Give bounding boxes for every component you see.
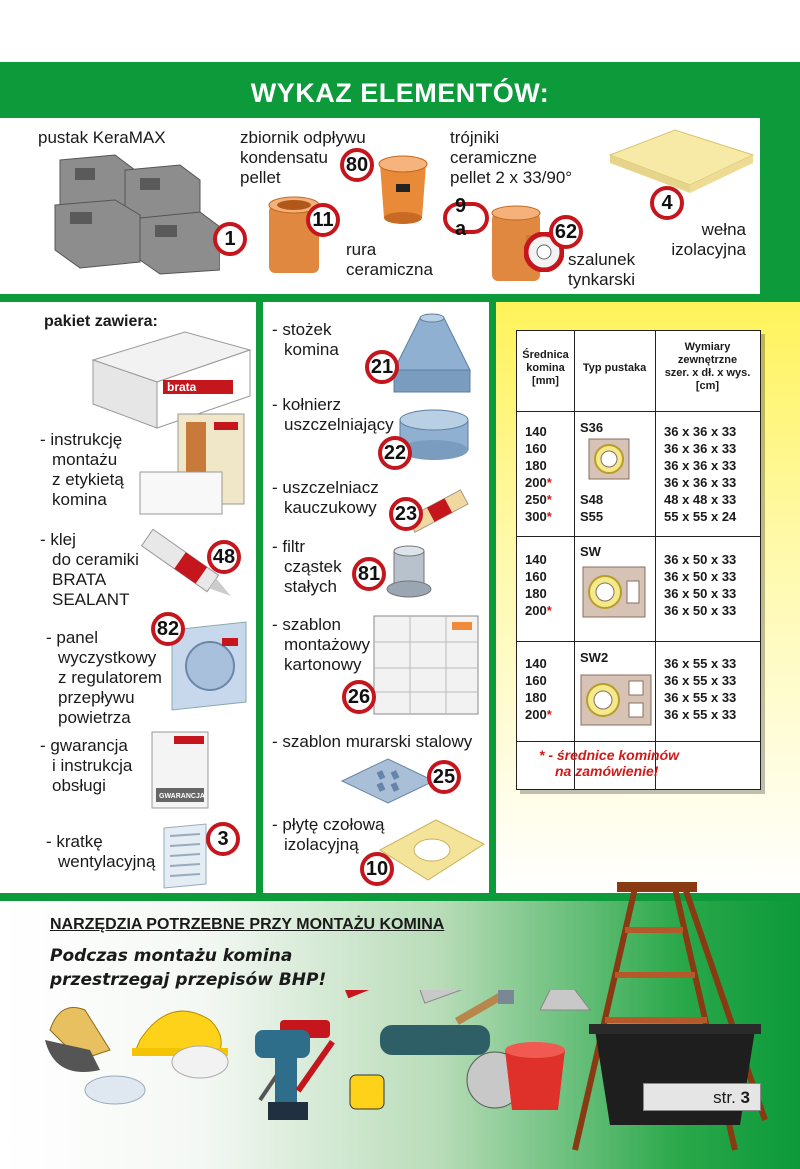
box-logo-text: brata bbox=[167, 380, 197, 394]
badge-10: 10 bbox=[360, 852, 394, 886]
sealing-collar-image bbox=[399, 409, 469, 460]
package-box-image: brata bbox=[91, 331, 252, 429]
group3-diameters: 140 160 180 200* bbox=[525, 656, 552, 722]
insulation-wool-image bbox=[608, 129, 755, 193]
block-sw-diagram bbox=[582, 566, 646, 618]
item-szablon-kartonowy: - szablon montażowy kartonowy bbox=[272, 615, 370, 674]
item-kratka: - kratkę wentylacyjną bbox=[46, 832, 156, 871]
badge-3: 3 bbox=[206, 822, 240, 856]
separator-horizontal-bottom bbox=[0, 893, 800, 901]
front-plate-image bbox=[379, 819, 486, 881]
tools-illustration bbox=[45, 990, 591, 1120]
type-s55: S55 bbox=[580, 509, 604, 524]
vent-grille-image bbox=[163, 823, 207, 889]
badge-82: 82 bbox=[151, 612, 185, 646]
svg-text:GWARANCJA: GWARANCJA bbox=[159, 793, 205, 800]
type-sw2: SW2 bbox=[580, 650, 609, 665]
item-filtr: - filtr cząstek stałych bbox=[272, 537, 342, 596]
badge-1: 1 bbox=[213, 222, 247, 256]
badge-11: 11 bbox=[306, 203, 340, 237]
ladder-and-tub-illustration bbox=[572, 882, 768, 1151]
sealant-tube-image bbox=[140, 528, 231, 597]
item-panel: - panel wyczystkowy z regulatorem przepł… bbox=[46, 628, 162, 727]
item-szablon-stalowy: - szablon murarski stalowy bbox=[272, 732, 473, 751]
item-plyta: - płytę czołową izolacyjną bbox=[272, 815, 385, 854]
block-sw2-diagram bbox=[580, 674, 652, 726]
header-type: Typ pustaka bbox=[582, 362, 647, 374]
steel-template-image bbox=[340, 758, 436, 804]
badge-23: 23 bbox=[389, 497, 423, 531]
badge-9a: 9 a bbox=[443, 195, 489, 240]
manual-image bbox=[139, 413, 245, 515]
guarantee-card-image: GWARANCJA bbox=[151, 731, 209, 809]
group1-diameters: 140 160 180 200* 250* 300* bbox=[525, 424, 552, 524]
label-pustak: pustak KeraMAX bbox=[38, 128, 166, 147]
package-header: pakiet zawiera: bbox=[44, 313, 158, 330]
type-s36: S36 bbox=[580, 420, 604, 435]
condensate-tank-image bbox=[378, 155, 428, 224]
badge-21: 21 bbox=[365, 350, 399, 384]
separator-vertical-2 bbox=[489, 302, 496, 893]
separator-right-band bbox=[760, 118, 800, 294]
badge-80: 80 bbox=[340, 148, 374, 182]
block-s36-diagram bbox=[588, 438, 630, 480]
badge-62: 62 bbox=[549, 215, 583, 249]
badge-22: 22 bbox=[378, 436, 412, 470]
table-footnote: * - średnice kominów na zamówienie! bbox=[539, 747, 680, 779]
item-stozek: - stożek komina bbox=[272, 320, 339, 359]
badge-81: 81 bbox=[352, 557, 386, 591]
cleaning-panel-image bbox=[171, 621, 247, 711]
badge-26: 26 bbox=[342, 680, 376, 714]
badge-4: 4 bbox=[650, 186, 684, 220]
badge-48: 48 bbox=[207, 540, 241, 574]
page-number-box: str. 3 bbox=[643, 1083, 761, 1111]
item-instrukcje: - instrukcję montażu z etykietą komina bbox=[40, 430, 124, 509]
item-uszczelniacz: - uszczelniacz kauczukowy bbox=[272, 478, 379, 517]
item-kolnierz: - kołnierz uszczelniający bbox=[272, 395, 394, 434]
item-gwarancja: - gwarancja i instrukcja obsługi bbox=[40, 736, 133, 795]
particle-filter-image bbox=[386, 545, 432, 598]
page-title: WYKAZ ELEMENTÓW: bbox=[250, 78, 550, 108]
type-s48: S48 bbox=[580, 492, 604, 507]
keramax-blocks-image bbox=[54, 154, 220, 275]
badge-25: 25 bbox=[427, 760, 461, 794]
cardboard-template-image bbox=[373, 615, 479, 715]
chimney-cone-image bbox=[393, 313, 471, 393]
item-klej: - klej do ceramiki BRATA SEALANT bbox=[40, 530, 139, 609]
separator-vertical-1 bbox=[256, 302, 263, 893]
separator-horizontal-top bbox=[0, 294, 800, 302]
group2-diameters: 140 160 180 200* bbox=[525, 552, 552, 618]
tools-title: NARZĘDZIA POTRZEBNE PRZY MONTAŻU KOMINA bbox=[50, 916, 445, 933]
type-sw: SW bbox=[580, 544, 601, 559]
